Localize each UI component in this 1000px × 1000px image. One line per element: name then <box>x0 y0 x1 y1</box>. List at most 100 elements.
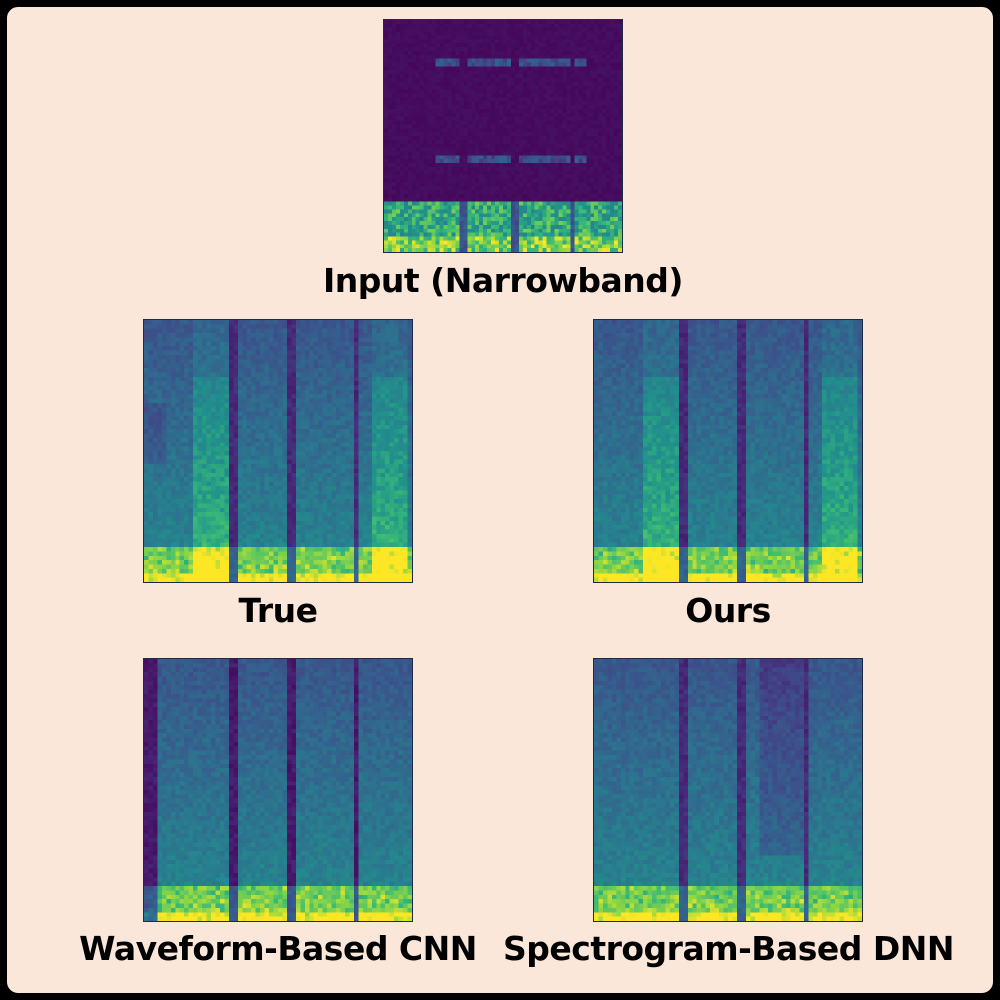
spectrogram-cell <box>546 244 551 249</box>
spectrogram-cell <box>538 166 543 171</box>
spectrogram-cell <box>148 350 154 356</box>
spectrogram-cell <box>384 244 389 249</box>
spectrogram-cell <box>318 341 323 347</box>
spectrogram-cell <box>610 166 615 171</box>
spectrogram-cell <box>574 78 579 83</box>
spectrogram-cell <box>503 182 508 187</box>
spectrogram-cell <box>447 136 452 141</box>
spectrogram-cell <box>518 221 524 226</box>
spectrogram-cell <box>447 101 452 106</box>
spectrogram-cell <box>542 78 547 83</box>
spectrogram-cell <box>602 155 607 160</box>
spectrogram-cell <box>188 368 194 373</box>
spectrogram-cell <box>300 407 306 412</box>
spectrogram-cell <box>403 20 408 25</box>
spectrogram-cell <box>419 58 424 63</box>
spectrogram-cell <box>574 197 579 202</box>
spectrogram-cell <box>395 97 401 102</box>
spectrogram-cell <box>479 85 484 90</box>
spectrogram-cell <box>443 194 448 199</box>
spectrogram-cell <box>273 402 279 408</box>
spectrogram-cell <box>530 228 535 233</box>
spectrogram-cell <box>391 43 397 48</box>
spectrogram-cell <box>550 213 555 218</box>
spectrogram-cell <box>491 143 496 148</box>
spectrogram-cell <box>586 20 591 25</box>
spectrogram-cell <box>423 89 428 94</box>
spectrogram-cell <box>598 132 603 137</box>
spectrogram-cell <box>407 324 412 329</box>
spectrogram-cell <box>542 47 547 52</box>
spectrogram-cell <box>618 178 622 183</box>
spectrogram-cell <box>467 205 472 210</box>
spectrogram-cell <box>586 224 591 229</box>
spectrogram-cell <box>349 350 355 356</box>
spectrogram-cell <box>491 228 496 233</box>
spectrogram-cell <box>273 389 279 395</box>
spectrogram-cell <box>387 236 393 241</box>
spectrogram-cell <box>443 221 448 226</box>
spectrogram-cell <box>467 139 472 144</box>
spectrogram-cell <box>530 194 535 199</box>
spectrogram-cell <box>475 124 480 129</box>
spectrogram-cell <box>522 209 527 214</box>
spectrogram-cell <box>534 116 539 121</box>
spectrogram-cell <box>479 213 484 218</box>
spectrogram-cell <box>403 376 408 382</box>
spectrogram-cell <box>455 182 460 187</box>
spectrogram-cell <box>578 147 583 152</box>
spectrogram-cell <box>215 416 221 421</box>
spectrogram-cell <box>273 407 279 412</box>
spectrogram-cell <box>495 174 500 179</box>
spectrogram-cell <box>483 120 488 125</box>
spectrogram-cell <box>582 163 587 168</box>
spectrogram-cell <box>566 43 571 48</box>
spectrogram-cell <box>602 85 607 90</box>
spectrogram-cell <box>534 217 539 222</box>
spectrogram-cell <box>423 20 428 25</box>
spectrogram-cell <box>506 128 512 133</box>
spectrogram-cell <box>518 78 524 83</box>
spectrogram-cell <box>394 341 399 347</box>
spectrogram-cell <box>391 186 397 191</box>
spectrogram-cell <box>295 416 301 421</box>
spectrogram-cell <box>435 182 440 187</box>
spectrogram-cell <box>395 62 401 67</box>
spectrogram-cell <box>295 407 301 412</box>
spectrogram-cell <box>618 197 622 202</box>
spectrogram-cell <box>273 385 279 391</box>
spectrogram-cell <box>518 35 524 40</box>
spectrogram-cell <box>562 74 567 79</box>
spectrogram-cell <box>423 163 428 168</box>
spectrogram-cell <box>415 112 420 117</box>
spectrogram-cell <box>618 78 622 83</box>
spectrogram-cell <box>586 178 591 183</box>
spectrogram-cell <box>455 139 460 144</box>
spectrogram-cell <box>503 209 508 214</box>
spectrogram-cell <box>479 39 484 44</box>
spectrogram-cell <box>269 333 274 338</box>
spectrogram-cell <box>503 62 508 67</box>
spectrogram-cell <box>157 368 163 373</box>
spectrogram-cell <box>407 354 412 360</box>
spectrogram-cell <box>459 201 464 206</box>
spectrogram-cell <box>419 236 424 241</box>
spectrogram-cell <box>467 116 472 121</box>
spectrogram-cell <box>322 394 328 399</box>
spectrogram-cell <box>219 354 225 360</box>
spectrogram-cell <box>475 66 480 71</box>
spectrogram-cell <box>574 101 579 106</box>
spectrogram-cell <box>491 139 496 144</box>
spectrogram-cell <box>606 240 611 245</box>
spectrogram-cell <box>514 116 520 121</box>
spectrogram-cell <box>451 166 456 171</box>
spectrogram-cell <box>550 221 555 226</box>
spectrogram-cell <box>463 236 468 241</box>
spectrogram-cell <box>542 236 547 241</box>
spectrogram-cell <box>407 108 412 113</box>
spectrogram-cell <box>463 39 468 44</box>
spectrogram-cell <box>550 85 555 90</box>
spectrogram-cell <box>455 58 460 63</box>
spectrogram-cell <box>578 31 583 36</box>
spectrogram-cell <box>423 50 428 55</box>
